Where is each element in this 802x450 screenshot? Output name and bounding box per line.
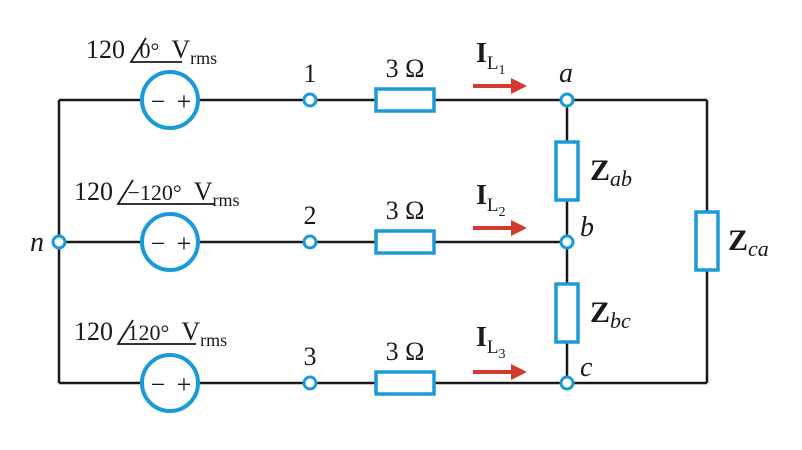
line-resistor-1: [374, 87, 436, 113]
terminal-a: [559, 92, 575, 108]
node-label-3: 3: [304, 342, 317, 371]
current-label-3: IL3: [476, 322, 506, 362]
svg-text:120 −120° Vrms: 120 −120° Vrms: [74, 177, 240, 210]
source-3-unit-sub: rms: [200, 330, 227, 350]
line-resistor-3-label: 3 Ω: [386, 337, 425, 366]
source-3-minus: −: [151, 370, 166, 399]
source-1-angle: 0°: [140, 38, 160, 63]
current-label-2: IL2: [476, 180, 506, 220]
source-2-angle: −120°: [128, 180, 182, 205]
terminal-n: [51, 234, 67, 250]
source-1-unit-sub: rms: [190, 48, 217, 68]
source-3-angle: 120°: [128, 320, 170, 345]
source-1-minus: −: [151, 87, 166, 116]
terminal-c: [559, 375, 575, 391]
current-arrow-3: [473, 364, 527, 380]
node-label-a: a: [559, 58, 573, 89]
line-resistor-3: [374, 370, 436, 396]
load-label-ab: Zab: [590, 154, 632, 191]
load-impedance-ab: [554, 140, 580, 202]
load-impedance-ca: [694, 210, 720, 272]
source-2-label: 120 −120° Vrms: [74, 177, 240, 210]
node-label-c: c: [580, 352, 593, 383]
line-resistor-2-label: 3 Ω: [386, 196, 425, 225]
source-3-angle-symbol: [116, 319, 196, 345]
terminal-b: [559, 234, 575, 250]
source-3-plus: +: [177, 370, 192, 399]
source-1-unit: V: [171, 35, 190, 64]
current-label-1: IL1: [476, 38, 506, 78]
source-2-plus: +: [177, 229, 192, 258]
source-3-label: 120 120° Vrms: [74, 317, 227, 350]
node-label-b: b: [580, 212, 594, 243]
node-label-n: n: [30, 227, 44, 258]
voltage-source-2: − +: [140, 212, 200, 272]
load-label-ca: Zca: [728, 224, 769, 261]
load-label-bc: Zbc: [590, 296, 631, 333]
terminals: [51, 92, 575, 391]
voltage-source-3: − +: [140, 353, 200, 413]
line-resistor-1-label: 3 Ω: [386, 54, 425, 83]
voltage-source-1: − +: [140, 70, 200, 130]
terminal-3: [302, 375, 318, 391]
source-3-magnitude: 120: [74, 317, 113, 346]
source-1-angle-symbol: [129, 37, 182, 63]
source-1-magnitude: 120: [86, 35, 125, 64]
source-2-minus: −: [151, 229, 166, 258]
source-2-unit-sub: rms: [213, 190, 240, 210]
terminal-1: [302, 92, 318, 108]
source-2-angle-symbol: [116, 179, 214, 205]
load-impedance-bc: [554, 282, 580, 344]
line-resistor-2: [374, 229, 436, 255]
node-label-1: 1: [304, 59, 317, 88]
source-2-unit: V: [194, 177, 213, 206]
source-1-plus: +: [177, 87, 192, 116]
source-1-label: 120 0° Vrms: [86, 35, 217, 68]
current-arrow-2: [473, 220, 527, 236]
svg-text:120 0° Vrms: 120 0° Vrms: [86, 35, 217, 68]
node-label-2: 2: [304, 201, 317, 230]
current-arrow-1: [473, 78, 527, 94]
source-3-unit: V: [181, 317, 200, 346]
terminal-2: [302, 234, 318, 250]
source-2-magnitude: 120: [74, 177, 113, 206]
svg-text:120 120° Vrms: 120 120° Vrms: [74, 317, 227, 350]
